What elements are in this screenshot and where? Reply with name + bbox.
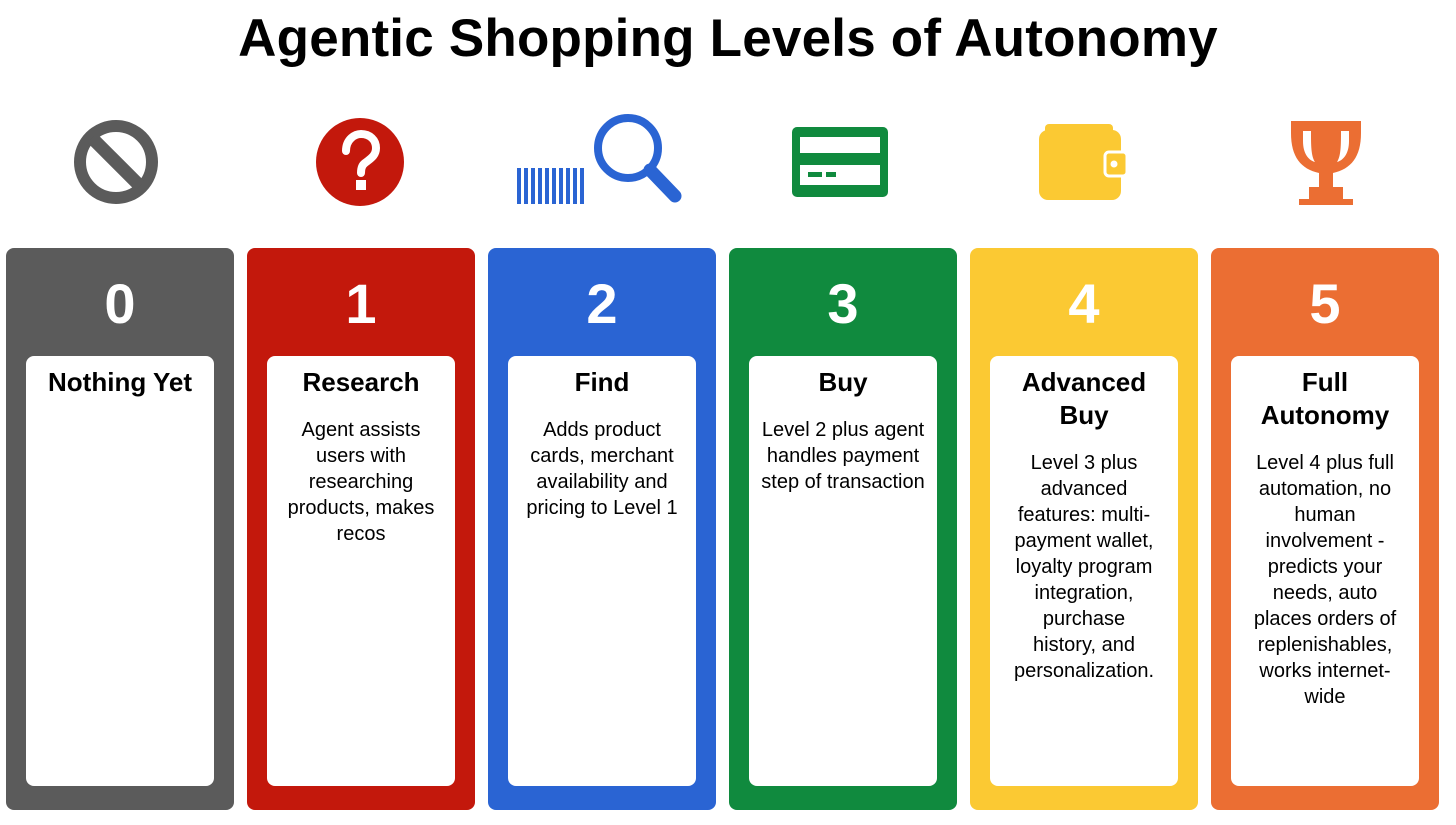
level-card: Research Agent assists users with resear…: [267, 356, 455, 786]
level-name: Research: [302, 367, 420, 397]
level-name: Nothing Yet: [48, 367, 192, 397]
level-name: Buy: [818, 367, 868, 397]
level-3-column: 3 Buy Level 2 plus agent handles payment…: [729, 248, 957, 810]
trophy-icon: [1276, 112, 1376, 212]
level-card: Advanced Buy Level 3 plus advanced featu…: [990, 356, 1178, 786]
question-mark-icon: [310, 112, 410, 212]
level-name: Full Autonomy: [1260, 367, 1390, 430]
level-description: Level 3 plus advanced features: multi-pa…: [1013, 452, 1155, 682]
level-4-column: 4 Advanced Buy Level 3 plus advanced fea…: [970, 248, 1198, 810]
level-name: Advanced Buy: [1021, 367, 1147, 430]
level-number: 4: [1068, 272, 1100, 335]
level-description: Agent assists users with researching pro…: [287, 419, 435, 545]
level-card: Full Autonomy Level 4 plus full automati…: [1231, 356, 1419, 786]
level-card: Buy Level 2 plus agent handles payment s…: [749, 356, 937, 786]
level-description: Level 2 plus agent handles payment step …: [761, 419, 925, 493]
level-1-column: 1 Research Agent assists users with rese…: [247, 248, 475, 810]
level-name: Find: [574, 367, 630, 397]
level-5-column: 5 Full Autonomy Level 4 plus full automa…: [1211, 248, 1439, 810]
level-number: 0: [104, 272, 136, 335]
level-card: Nothing Yet: [26, 356, 214, 786]
level-card: Find Adds product cards, merchant availa…: [508, 356, 696, 786]
level-number: 2: [586, 272, 618, 335]
wallet-icon: [1034, 112, 1134, 212]
diagram-title: Agentic Shopping Levels of Autonomy: [238, 9, 1218, 68]
level-number: 3: [827, 272, 859, 335]
barcode-search-icon: [510, 112, 690, 212]
level-number: 1: [345, 272, 377, 335]
level-number: 5: [1309, 272, 1341, 335]
level-description: Level 4 plus full automation, no human i…: [1253, 452, 1397, 708]
level-2-column: 2 Find Adds product cards, merchant avai…: [488, 248, 716, 810]
level-0-column: 0 Nothing Yet: [6, 248, 234, 810]
credit-card-icon: [790, 112, 890, 212]
no-entry-icon: [66, 112, 166, 212]
level-description: Adds product cards, merchant availabilit…: [526, 419, 678, 519]
